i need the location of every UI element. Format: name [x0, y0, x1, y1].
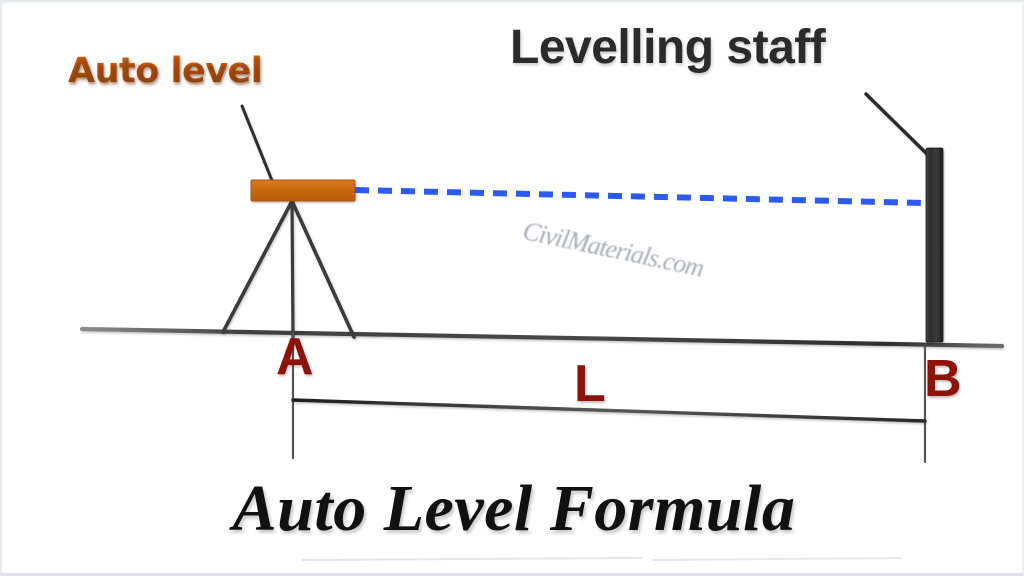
- title-underline-shadow: [301, 557, 903, 561]
- ground-line: [79, 326, 1005, 349]
- tripod: [221, 199, 356, 342]
- levelling-staff-leader-line: [864, 92, 930, 157]
- point-b-label: B: [924, 350, 962, 408]
- auto-level-instrument: [250, 179, 356, 202]
- line-of-sight-dashed: [354, 187, 926, 206]
- auto-level-label: Auto level: [68, 51, 263, 91]
- auto-level-leader-line: [240, 104, 277, 190]
- levelling-staff-label: Levelling staff: [510, 21, 826, 74]
- page-title: Auto Level Formula: [232, 472, 796, 545]
- point-a-label: A: [276, 328, 314, 386]
- distance-dimension-line: [291, 331, 927, 464]
- distance-l-label: L: [574, 355, 606, 413]
- levelling-staff: [925, 147, 944, 343]
